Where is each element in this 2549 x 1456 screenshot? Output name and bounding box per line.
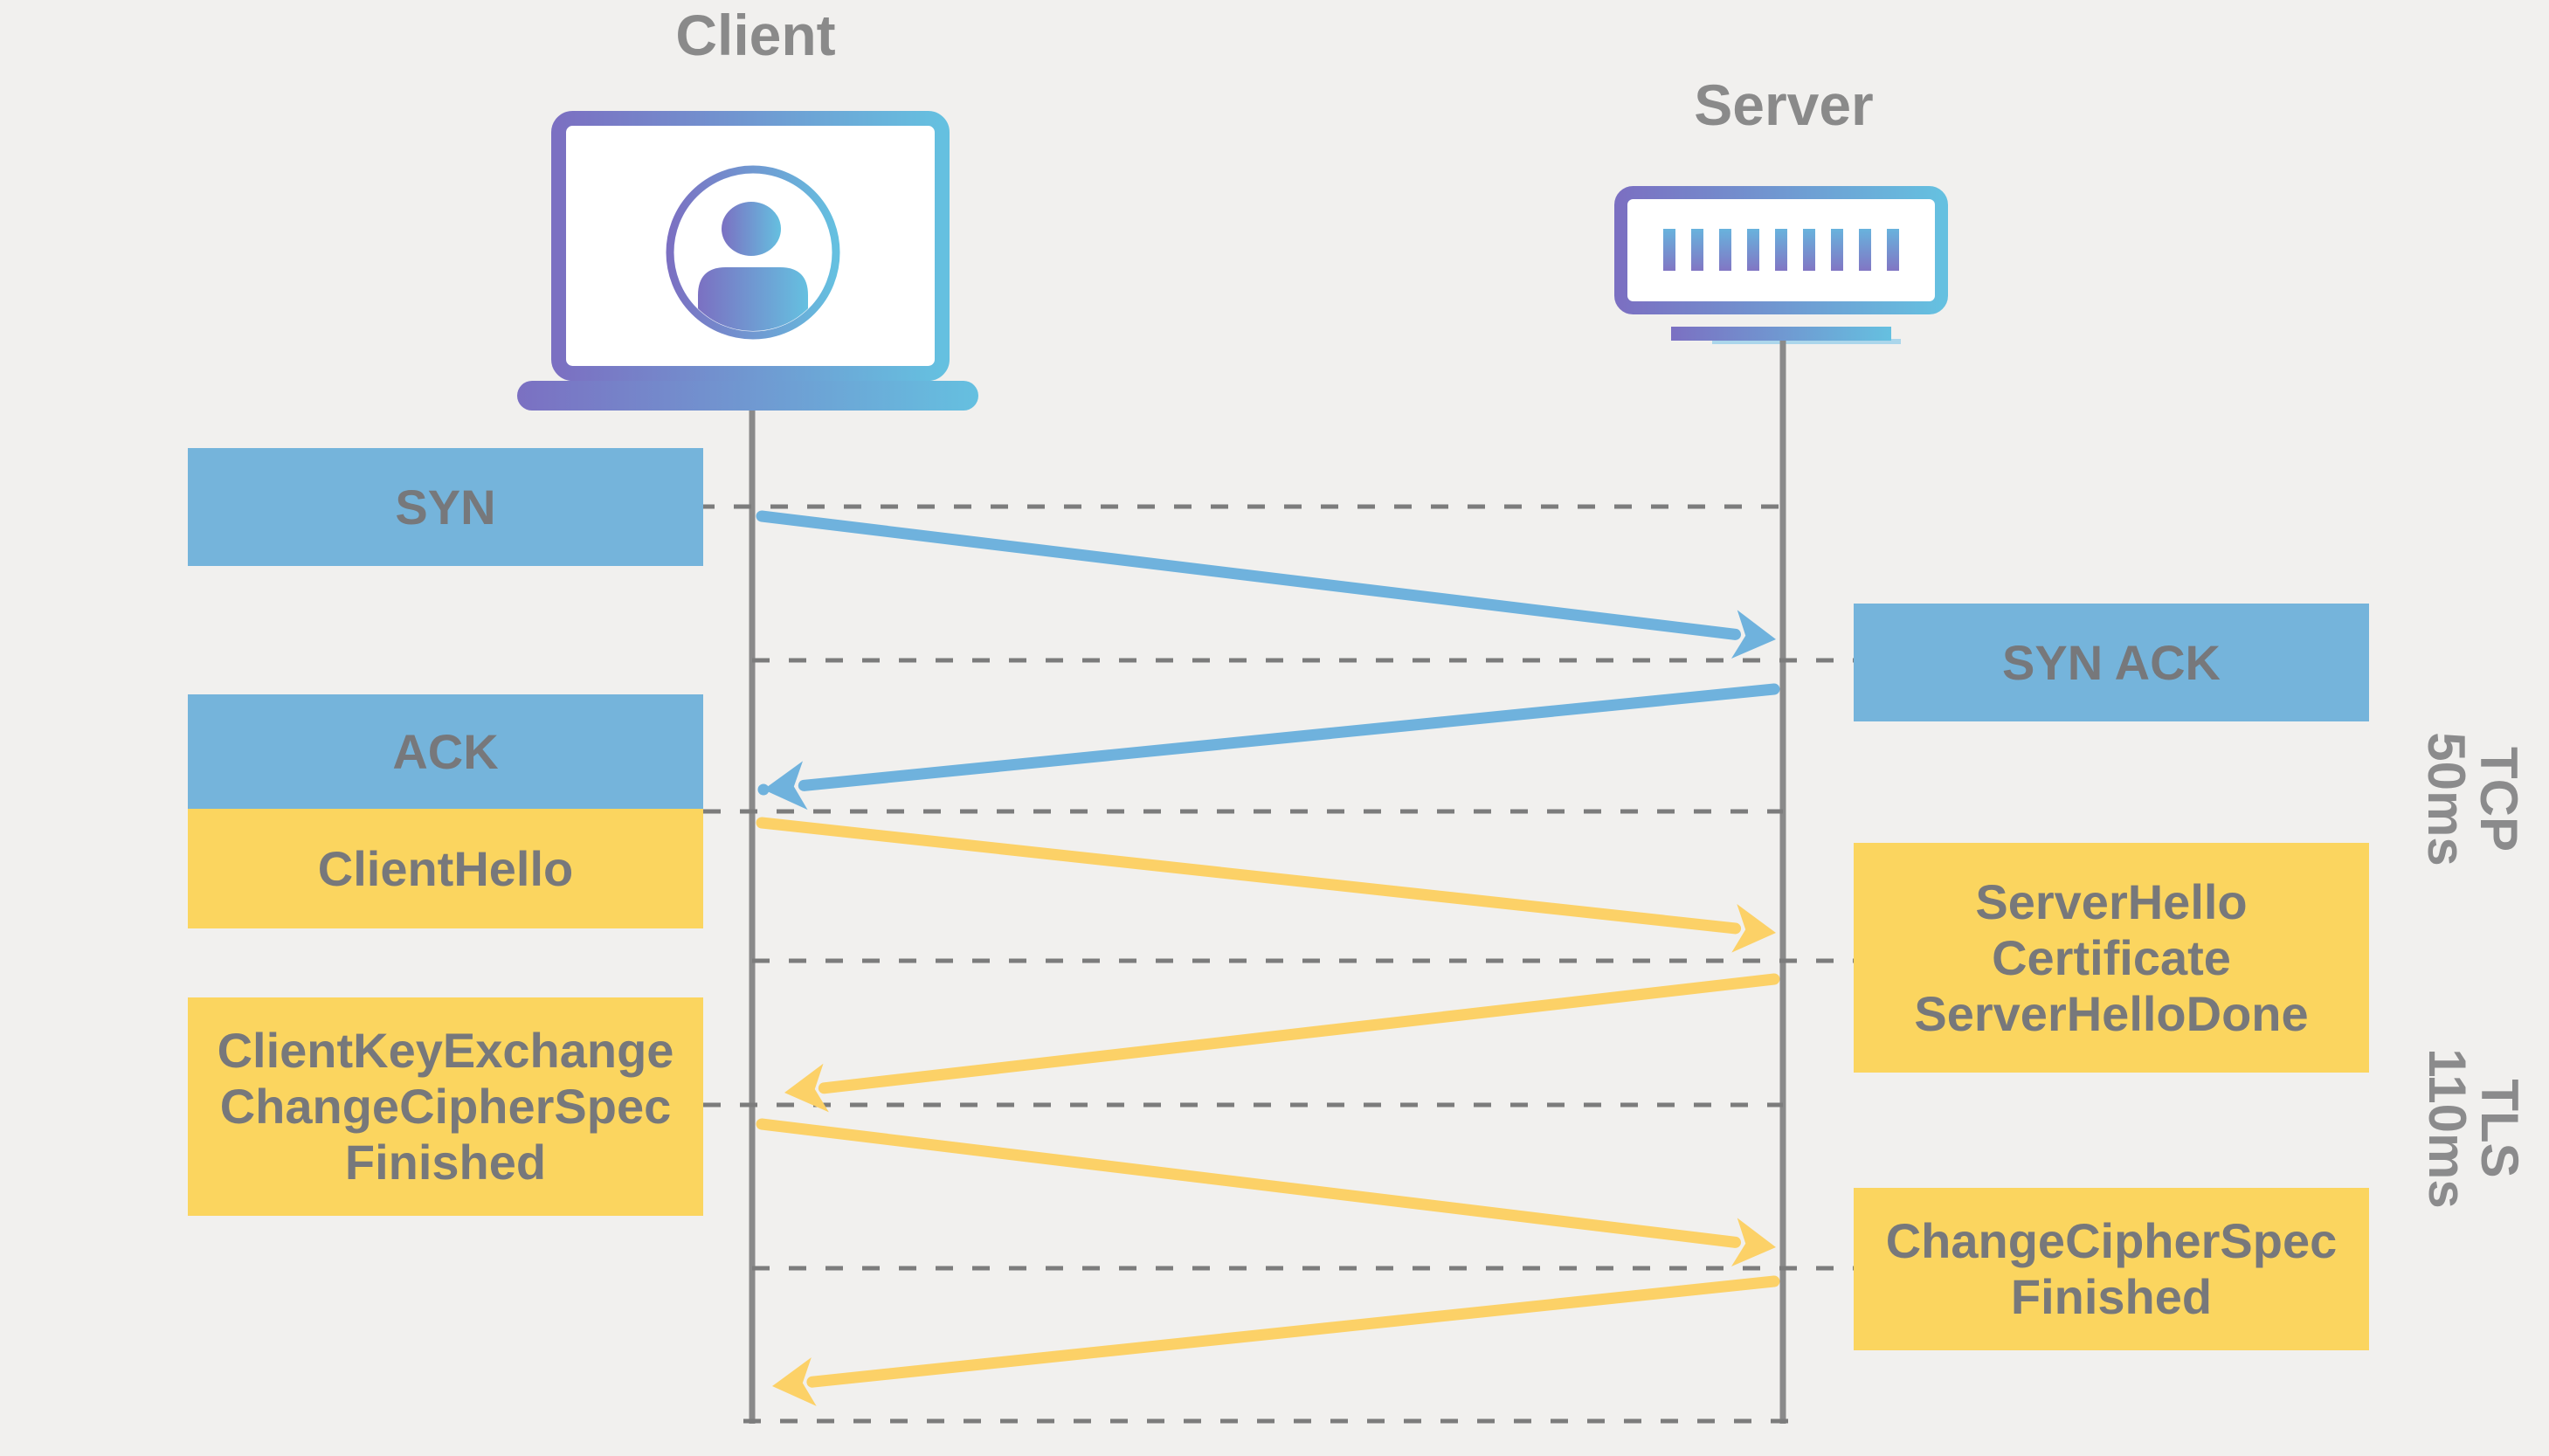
clientkeyexchange-message-box: ClientKeyExchange ChangeCipherSpec Finis… [188, 997, 703, 1216]
server-title: Server [1694, 72, 1874, 137]
synack-message-box: SYN ACK [1854, 604, 2369, 721]
server-icon [1599, 166, 2018, 358]
ack-message-box: ACK [188, 694, 703, 809]
laptop-base [517, 381, 978, 411]
client-laptop-icon [507, 87, 996, 424]
changecipherspec-arrow-server-to-client [766, 1275, 1780, 1406]
serverhello-arrow-server-to-client [778, 973, 1780, 1113]
tls-phase-label: TLS 110ms [2418, 1048, 2529, 1209]
clienthello-arrow-client-to-server [756, 817, 1782, 953]
synack-arrow-server-to-client [757, 683, 1780, 811]
changecipherspec-message-box: ChangeCipherSpec Finished [1854, 1188, 2369, 1350]
syn-arrow-client-to-server [756, 510, 1782, 659]
syn-message-box: SYN [188, 448, 703, 566]
user-avatar-icon [666, 165, 840, 340]
server-stand-shadow [1712, 339, 1901, 344]
tcp-phase-label: TCP 50ms [2417, 732, 2528, 866]
clientkeyexchange-arrow-client-to-server [756, 1118, 1782, 1267]
server-stand [1671, 327, 1891, 341]
serverhello-message-box: ServerHello Certificate ServerHelloDone [1854, 843, 2369, 1073]
client-title: Client [675, 3, 836, 67]
server-vent-bars [1663, 229, 1899, 271]
clienthello-message-box: ClientHello [188, 809, 703, 928]
